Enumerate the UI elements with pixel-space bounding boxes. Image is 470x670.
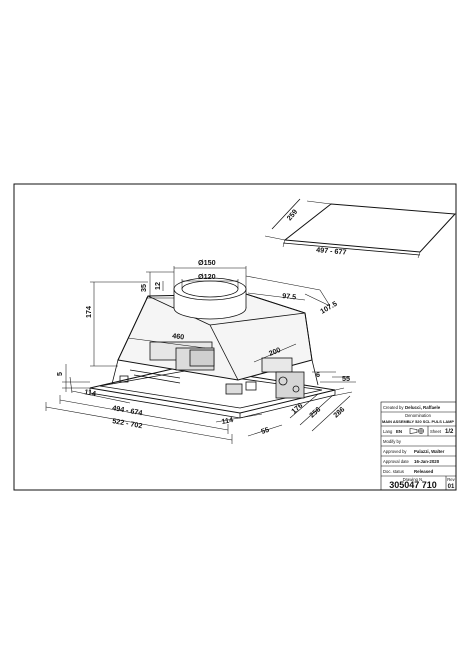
canopy-front-edge bbox=[117, 295, 149, 361]
lamp-bracket bbox=[275, 371, 305, 399]
tb-denomination-label: Denomination bbox=[405, 413, 432, 418]
tb-created-by-label: Created by bbox=[383, 405, 404, 410]
dim-460: 460 bbox=[172, 331, 185, 341]
dim-12: 12 bbox=[153, 282, 162, 290]
sheet-border bbox=[13, 183, 457, 491]
cutout-outline bbox=[283, 203, 457, 253]
dim-duct-inner: Ø120 bbox=[198, 272, 216, 281]
dim-top-width: 259 bbox=[285, 207, 300, 222]
cutout-plan-view bbox=[264, 198, 457, 259]
dim-5: 5 bbox=[55, 372, 64, 376]
tb-approved-by-label: Approved by bbox=[383, 449, 407, 454]
hood-insert-isometric bbox=[89, 277, 336, 419]
dim-97-5: 97.5 bbox=[282, 291, 297, 301]
dim-200: 200 bbox=[267, 345, 281, 358]
dim-55-right: 55 bbox=[342, 374, 350, 383]
tb-drawing-no-label: Drawing N. bbox=[403, 477, 424, 482]
tb-status: Released bbox=[414, 469, 434, 474]
tb-denomination: MAIN ASSEMBLY 520 SCL PULS LAMP bbox=[382, 419, 454, 424]
tb-lang: EN bbox=[396, 429, 402, 434]
tb-drawing-no: 305047 710 bbox=[389, 480, 437, 490]
dim-height: 174 bbox=[84, 306, 93, 318]
base-frame-inner bbox=[99, 370, 323, 409]
tb-approved-by: Palazzi, Walter bbox=[414, 449, 445, 454]
tb-rev-label: Rev bbox=[447, 477, 455, 482]
tb-created-by: Delucci, Raffaele bbox=[405, 405, 441, 410]
dim-286: 286 bbox=[331, 405, 346, 420]
tb-sheet-label: Sheet bbox=[430, 429, 442, 434]
tb-rev: 01 bbox=[448, 484, 455, 490]
dimension-lines bbox=[45, 266, 356, 444]
dim-114-left: 114 bbox=[84, 387, 97, 398]
dim-494-674: 494 - 674 bbox=[112, 403, 143, 417]
dim-114-bottom: 114 bbox=[221, 415, 234, 426]
tb-status-label: Doc. status bbox=[383, 469, 404, 474]
dim-top-length: 497 - 677 bbox=[316, 245, 347, 257]
tb-lang-label: Lang bbox=[383, 429, 393, 434]
title-block bbox=[380, 401, 457, 491]
tb-approval-date-label: Approval date bbox=[383, 459, 410, 464]
dim-6: 6 bbox=[316, 370, 320, 379]
dim-107-5: 107.5 bbox=[319, 299, 339, 316]
tb-modify-label: Modify by bbox=[383, 439, 402, 444]
dim-duct-outer: Ø150 bbox=[198, 258, 216, 267]
tb-approval-date: 16-Jan-2020 bbox=[414, 459, 440, 464]
dim-522-702: 522 - 702 bbox=[112, 416, 143, 430]
dim-55-bottom: 55 bbox=[260, 425, 270, 436]
control-box bbox=[261, 357, 293, 373]
dim-35: 35 bbox=[139, 284, 148, 292]
tb-sheet: 1/2 bbox=[445, 429, 454, 435]
